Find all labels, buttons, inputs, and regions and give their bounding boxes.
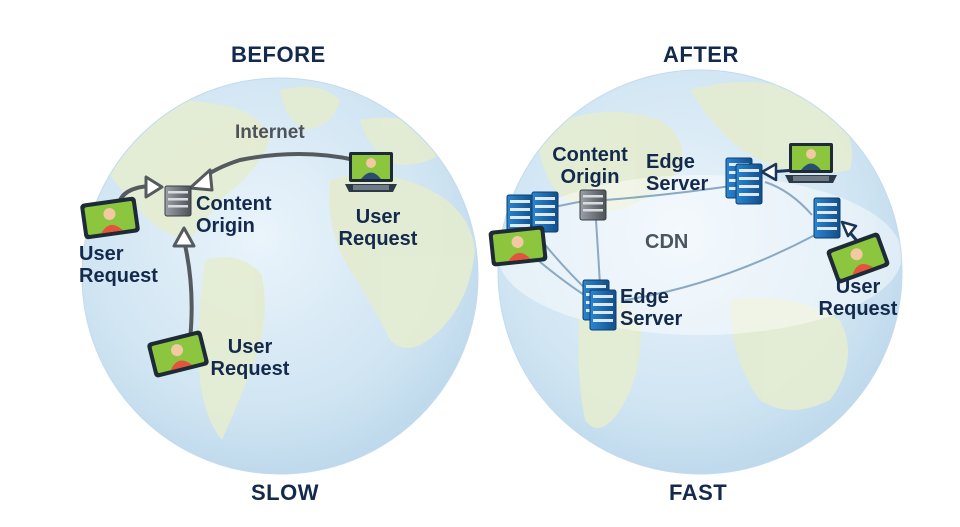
laptop-user-icon — [345, 152, 397, 192]
arrowhead-icon — [144, 175, 164, 199]
arrowhead-icon — [172, 226, 196, 248]
arrowhead-icon — [188, 168, 214, 192]
edge-server-icon — [531, 191, 559, 233]
arrowhead-icon — [840, 220, 858, 238]
bottom-user-arrow — [183, 243, 194, 342]
slow-caption: SLOW — [251, 480, 319, 505]
arrowhead-icon — [760, 162, 778, 182]
edge-server-top-icon — [725, 157, 763, 205]
laptop-user-icon — [785, 143, 837, 183]
after-title: AFTER — [663, 42, 739, 67]
content-origin-server-icon — [164, 185, 192, 217]
fast-caption: FAST — [669, 480, 728, 505]
before-title: BEFORE — [231, 42, 326, 67]
cdn-label: CDN — [645, 231, 689, 253]
internet-label: Internet — [235, 122, 305, 143]
edge-server-icon — [813, 197, 841, 239]
tablet-user-icon — [488, 225, 548, 267]
content-origin-server-icon — [579, 189, 607, 221]
internet-arrow — [198, 152, 357, 182]
